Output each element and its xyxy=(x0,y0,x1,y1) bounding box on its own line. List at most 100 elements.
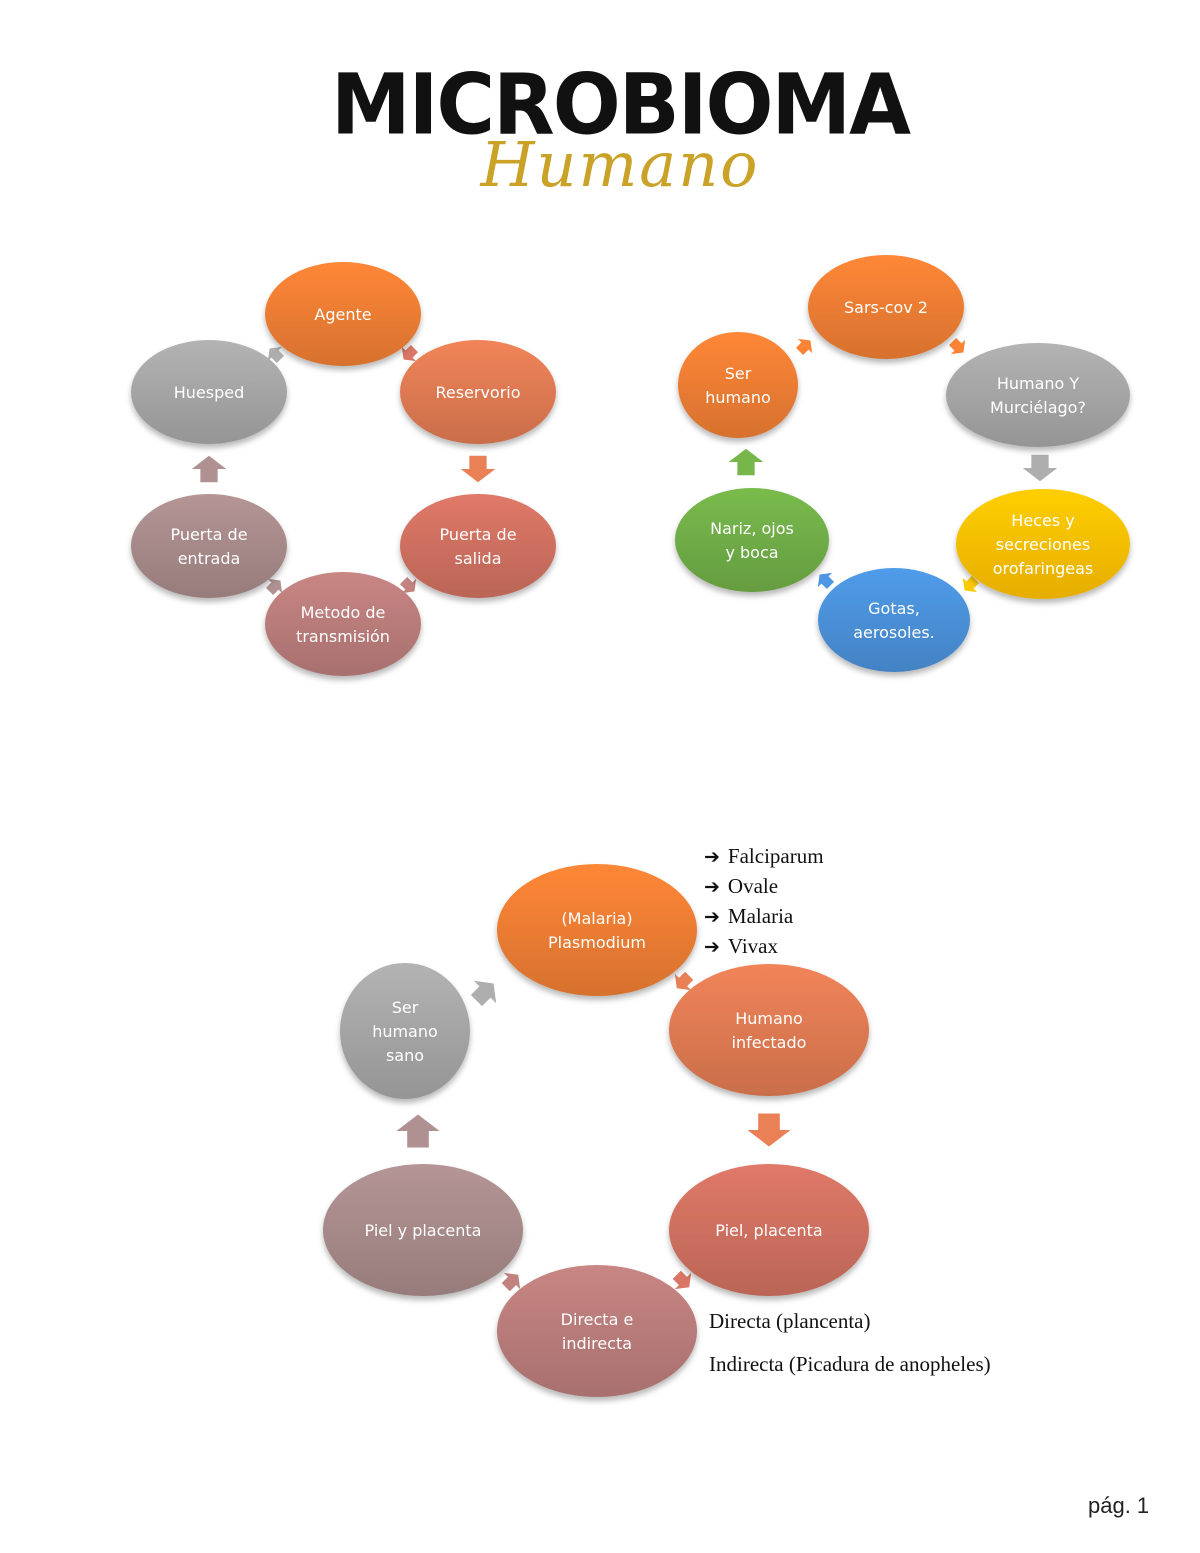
cycle-arrow-icon xyxy=(672,1270,692,1290)
species-item: ➔Falciparum xyxy=(704,844,824,868)
right-arrow-icon: ➔ xyxy=(704,906,720,928)
right-arrow-icon: ➔ xyxy=(704,936,720,958)
node-ellipse xyxy=(818,568,970,672)
node-label: Puerta de xyxy=(439,525,516,544)
node-label: Sars-cov 2 xyxy=(844,298,928,317)
arrow-shape xyxy=(460,455,496,483)
cycle-node-2-5: Nariz, ojos y boca xyxy=(675,488,829,592)
cycle-arrow-icon xyxy=(501,1272,521,1292)
species-item: ➔Ovale xyxy=(704,874,779,898)
node-label: infectado xyxy=(732,1033,807,1052)
node-label: y boca xyxy=(725,543,778,562)
cycle-node-1-4: Metodo de transmisión xyxy=(265,572,421,676)
cycle-arrow-icon xyxy=(460,455,496,483)
node-label: entrada xyxy=(178,549,241,568)
page-number: pág. 1 xyxy=(1088,1493,1150,1518)
node-ellipse xyxy=(265,262,421,366)
node-label: transmisión xyxy=(296,627,390,646)
arrow-shape xyxy=(470,980,497,1007)
cycle-node-2-3: Heces y secreciones orofaringeas xyxy=(956,489,1130,599)
note-indirect-transmission: Indirecta (Picadura de anopheles) xyxy=(709,1352,991,1376)
node-label: Metodo de xyxy=(301,603,386,622)
node-ellipse xyxy=(497,864,697,996)
arrow-shape xyxy=(795,338,813,356)
node-label: humano xyxy=(372,1022,438,1041)
node-ellipse xyxy=(956,489,1130,599)
cycle-arrow-icon xyxy=(470,980,497,1007)
node-ellipse xyxy=(400,340,556,444)
node-label: Heces y xyxy=(1011,511,1074,530)
cycle-node-3-3: Piel, placenta xyxy=(669,1164,869,1296)
node-ellipse xyxy=(131,494,287,598)
note-direct-transmission: Directa (plancenta) xyxy=(709,1309,871,1333)
cycle-arrow-icon xyxy=(728,448,764,476)
right-arrow-icon: ➔ xyxy=(704,846,720,868)
node-ellipse xyxy=(678,332,798,438)
node-label: Humano Y xyxy=(997,374,1080,393)
cycle-node-2-6: Ser humano xyxy=(678,332,798,438)
cycle-arrow-icon xyxy=(747,1113,791,1147)
node-ellipse xyxy=(669,964,869,1096)
cycle-node-1-6: Huesped xyxy=(131,340,287,444)
node-label: Piel, placenta xyxy=(715,1221,822,1240)
node-ellipse xyxy=(675,488,829,592)
node-ellipse xyxy=(669,1164,869,1296)
cycle-node-3-5: Piel y placenta xyxy=(323,1164,523,1296)
cycle-node-1-2: Reservorio xyxy=(400,340,556,444)
node-ellipse xyxy=(808,255,964,359)
cycle-node-3-1: (Malaria)Plasmodium xyxy=(497,864,697,996)
node-label: orofaringeas xyxy=(993,559,1094,578)
cycle-arrow-icon xyxy=(399,576,417,594)
species-item: ➔Malaria xyxy=(704,904,794,928)
arrow-shape xyxy=(396,1114,440,1148)
node-label: (Malaria) xyxy=(561,909,632,928)
node-label: Reservorio xyxy=(435,383,520,402)
node-label: humano xyxy=(705,388,771,407)
node-label: secreciones xyxy=(996,535,1090,554)
node-label: sano xyxy=(386,1046,424,1065)
right-arrow-icon: ➔ xyxy=(704,876,720,898)
node-label: Gotas, xyxy=(868,599,920,618)
cycle-arrow-icon xyxy=(396,1114,440,1148)
node-ellipse xyxy=(323,1164,523,1296)
cycle-node-2-1: Sars-cov 2 xyxy=(808,255,964,359)
plasmodium-species-list: ➔Falciparum ➔Ovale ➔Malaria ➔Vivax xyxy=(704,842,824,962)
node-ellipse xyxy=(400,494,556,598)
cycle-arrow-icon xyxy=(191,455,227,483)
arrow-shape xyxy=(948,337,966,355)
node-label: Agente xyxy=(314,305,371,324)
cycle-arrow-icon xyxy=(265,578,283,596)
arrow-shape xyxy=(817,572,835,590)
arrow-shape xyxy=(728,448,764,476)
cycle-arrow-icon xyxy=(1022,454,1058,482)
node-ellipse xyxy=(131,340,287,444)
node-label: Humano xyxy=(735,1009,803,1028)
arrow-shape xyxy=(267,346,285,364)
node-label: Nariz, ojos xyxy=(710,519,794,538)
cycle-node-1-1: Agente xyxy=(265,262,421,366)
node-label: Piel y placenta xyxy=(365,1221,482,1240)
node-label: aerosoles. xyxy=(853,623,935,642)
arrow-shape xyxy=(672,1270,692,1290)
arrow-shape xyxy=(501,1272,521,1292)
cycle-arrow-icon xyxy=(817,572,835,590)
cycle-node-1-5: Puerta de entrada xyxy=(131,494,287,598)
node-label: Ser xyxy=(725,364,752,383)
arrow-shape xyxy=(401,344,419,362)
arrow-shape xyxy=(674,971,694,991)
arrow-shape xyxy=(962,575,980,593)
arrow-shape xyxy=(747,1113,791,1147)
arrow-shape xyxy=(191,455,227,483)
cycle-arrow-icon xyxy=(948,337,966,355)
node-label: Puerta de xyxy=(170,525,247,544)
cycle-arrow-icon xyxy=(674,971,694,991)
node-ellipse xyxy=(340,963,470,1099)
cycle-arrow-icon xyxy=(401,344,419,362)
node-label: indirecta xyxy=(562,1334,632,1353)
arrow-shape xyxy=(265,578,283,596)
